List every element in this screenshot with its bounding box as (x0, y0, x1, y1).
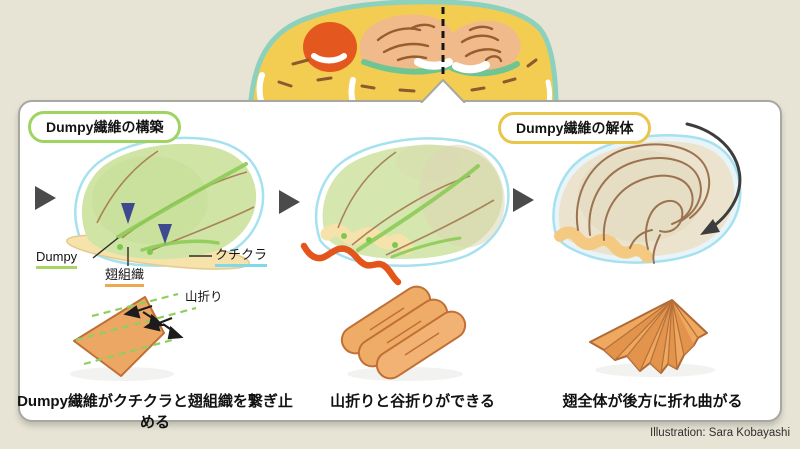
insect-cross-section-illustration (248, 0, 559, 104)
label-mountain-fold: 山折り (185, 290, 223, 304)
rotation-arrow-icon (685, 122, 742, 235)
step-arrow-icon (513, 188, 534, 212)
insect-orange-spot (303, 22, 357, 72)
badge-deconstruction: Dumpy繊維の解体 (498, 112, 652, 144)
label-pointer-lines (92, 237, 212, 266)
fold-zigzag-arrow-icon (123, 304, 184, 340)
wing-folding-illustration (300, 137, 510, 286)
badge-construction: Dumpy繊維の構築 (28, 111, 182, 143)
fan-folded-sheet-illustration (589, 299, 715, 377)
step-arrow-icon (35, 186, 56, 210)
released-fiber-squiggle (300, 242, 402, 286)
caption-step2: 山折りと谷折りができる (330, 393, 495, 410)
diagram-illustrations (65, 122, 742, 381)
caption-step3: 翅全体が後方に折れ曲がる (562, 393, 743, 410)
label-dumpy: Dumpy (36, 249, 78, 270)
caption-step1: Dumpy繊維がクチクラと翅組織を繋ぎ止める (17, 393, 293, 431)
flat-sheet-illustration (70, 292, 197, 381)
corrugated-sheet-illustration (340, 285, 467, 381)
label-cuticle: クチクラ (215, 247, 268, 268)
step-arrow-icon (279, 190, 300, 214)
insect-folded-wing-masses (359, 14, 521, 77)
panel-notch (420, 79, 466, 103)
wing-folded-illustration (552, 122, 742, 264)
wing-intact-illustration (65, 136, 265, 270)
fiber-anchor-arrow-icon (121, 203, 172, 244)
label-wing-tissue: 翅組織 (105, 267, 145, 288)
illustration-credit: Illustration: Sara Kobayashi (650, 427, 790, 439)
